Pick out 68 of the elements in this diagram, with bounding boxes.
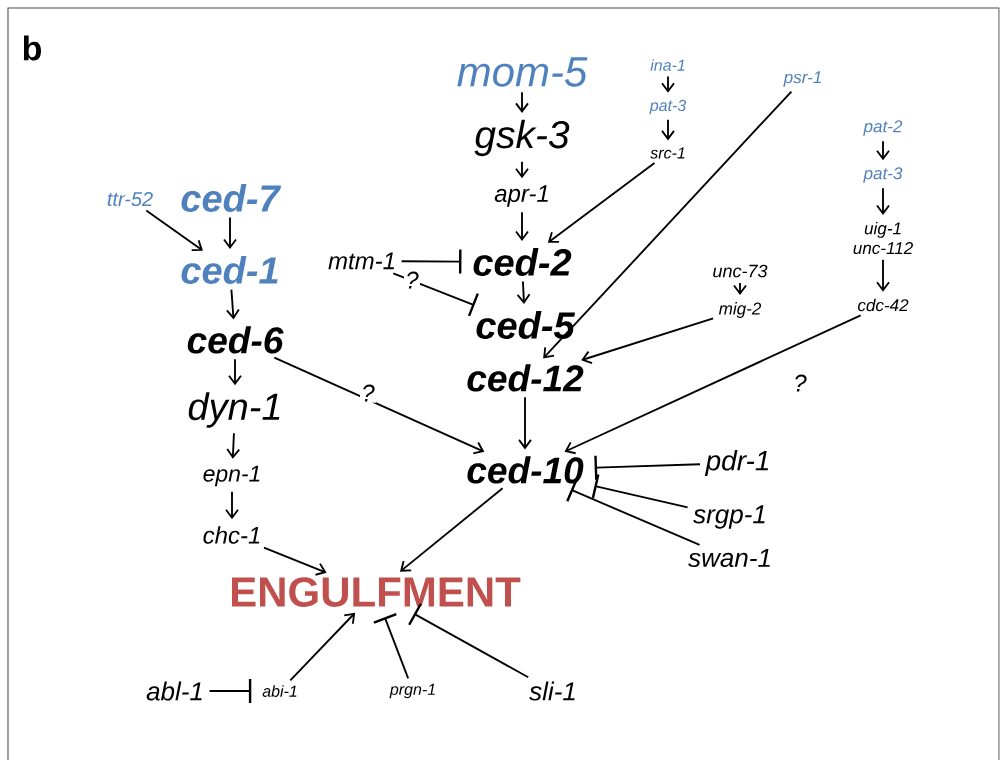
inhibition-arrow [408, 603, 530, 679]
gene-label: ced-10 [467, 456, 584, 484]
gene-label: dyn-1 [188, 392, 280, 428]
arrow [661, 118, 675, 141]
gene-label: prgn-1 [389, 683, 435, 699]
gene-label: swan-1 [688, 548, 770, 568]
inhibition-arrow [400, 249, 462, 274]
arrow [876, 187, 890, 215]
arrow [228, 358, 242, 386]
gene-label: pat-2 [863, 120, 903, 136]
inhibition-arrow [392, 272, 479, 317]
gene-label: abi-1 [262, 685, 297, 697]
arrow [876, 140, 890, 161]
arrow [515, 160, 529, 179]
panel-letter: b [23, 35, 41, 61]
arrow [225, 288, 240, 320]
gene-label: mom-5 [457, 57, 588, 87]
edge-label: ? [360, 383, 376, 403]
gene-label: mtm-1 [328, 252, 394, 270]
gene-label: psr-1 [783, 71, 821, 87]
gene-label: srgp-1 [693, 505, 765, 529]
gene-label: mig-2 [718, 302, 762, 318]
arrow [543, 90, 793, 359]
edge-label: ? [792, 373, 808, 393]
gene-label: pat-3 [863, 167, 903, 183]
gene-label: abl-1 [146, 681, 202, 701]
inhibition-arrow [591, 474, 689, 509]
arrow [564, 314, 862, 455]
arrow [547, 162, 656, 243]
arrow [273, 356, 485, 455]
gene-label: uig-1 unc-112 [853, 221, 913, 255]
gene-label: unc-73 [713, 264, 768, 278]
inhibition-arrow [208, 679, 252, 703]
arrow [518, 396, 532, 450]
arrow [515, 91, 529, 113]
gene-label: pat-3 [649, 99, 687, 115]
edge-label: ? [404, 270, 420, 290]
inhibition-arrow [594, 455, 701, 480]
arrow [263, 546, 327, 576]
arrow [581, 317, 715, 365]
gene-label: epn-1 [203, 465, 260, 487]
arrow [876, 258, 890, 292]
gene-label: ENGULFMENT [232, 577, 521, 607]
gene-label: ced-2 [473, 248, 572, 276]
gene-label: apr-1 [494, 185, 548, 207]
arrow [515, 211, 529, 242]
gene-label: ced-12 [467, 364, 584, 392]
gene-label: ced-5 [476, 311, 576, 339]
arrow [226, 432, 241, 459]
gene-label: ced-1 [181, 256, 278, 284]
gene-label: ttr-52 [107, 191, 153, 207]
arrow [400, 487, 504, 572]
arrow [145, 209, 203, 252]
arrow [661, 75, 675, 93]
gene-label: src-1 [650, 147, 685, 159]
arrow [516, 280, 531, 305]
gene-label: pdr-1 [704, 449, 769, 477]
inhibition-arrow [566, 478, 701, 546]
arrow [289, 612, 356, 682]
gene-label: chc-1 [203, 526, 260, 544]
gene-label: gsk-3 [474, 119, 570, 157]
arrow [225, 490, 239, 520]
gene-label: sli-1 [529, 681, 575, 701]
gene-label: ced-7 [181, 184, 282, 212]
gene-label: cdc-42 [857, 298, 909, 312]
gene-label: ced-6 [187, 326, 284, 354]
gene-label: ina-1 [650, 59, 685, 71]
arrow [223, 216, 237, 250]
